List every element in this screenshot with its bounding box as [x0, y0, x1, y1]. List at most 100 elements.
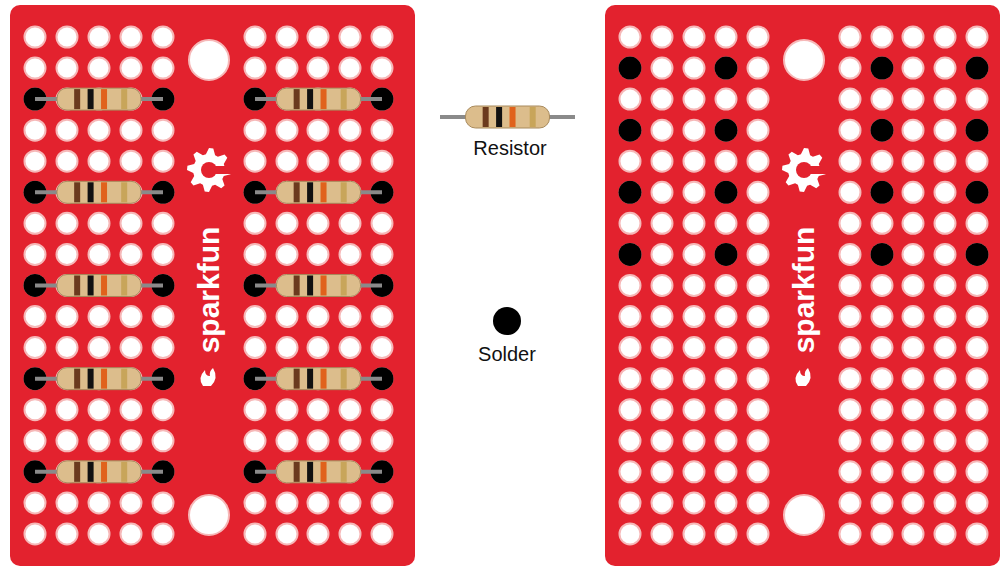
through-hole	[652, 151, 673, 172]
resistor-band	[74, 369, 80, 389]
through-hole	[716, 399, 737, 420]
through-hole	[652, 492, 673, 513]
through-hole	[872, 58, 893, 79]
through-hole	[340, 151, 361, 172]
through-hole	[340, 430, 361, 451]
through-hole	[684, 27, 705, 48]
through-hole	[277, 399, 298, 420]
resistor-band	[496, 107, 502, 127]
resistor-band	[88, 89, 94, 109]
through-hole	[153, 58, 174, 79]
through-hole	[372, 27, 393, 48]
through-hole	[372, 58, 393, 79]
solder-joint	[871, 119, 894, 142]
through-hole	[308, 430, 329, 451]
through-hole	[25, 151, 46, 172]
through-hole	[652, 275, 673, 296]
through-hole	[620, 306, 641, 327]
through-hole	[372, 492, 393, 513]
flame-logo	[795, 368, 810, 386]
through-hole	[967, 523, 988, 544]
through-hole	[716, 461, 737, 482]
through-hole	[89, 399, 110, 420]
through-hole	[872, 461, 893, 482]
through-hole	[748, 213, 769, 234]
through-hole	[308, 120, 329, 141]
through-hole	[684, 306, 705, 327]
through-hole	[57, 430, 78, 451]
through-hole	[372, 430, 393, 451]
through-hole	[903, 120, 924, 141]
through-hole	[308, 523, 329, 544]
through-hole	[840, 120, 861, 141]
through-hole	[652, 523, 673, 544]
through-hole	[153, 523, 174, 544]
through-hole	[652, 120, 673, 141]
through-hole	[684, 182, 705, 203]
through-hole	[872, 492, 893, 513]
through-hole	[277, 492, 298, 513]
through-hole	[308, 492, 329, 513]
through-hole	[340, 523, 361, 544]
resistor-band	[341, 369, 347, 389]
through-hole	[121, 213, 142, 234]
through-hole	[620, 368, 641, 389]
through-hole	[57, 337, 78, 358]
through-hole	[748, 523, 769, 544]
through-hole	[245, 523, 266, 544]
through-hole	[840, 368, 861, 389]
through-hole	[903, 27, 924, 48]
through-hole	[25, 58, 46, 79]
gear-logo-gap	[209, 166, 233, 174]
resistor-band	[307, 462, 313, 482]
solder-joint	[966, 119, 989, 142]
resistor-body	[57, 181, 141, 203]
through-hole	[89, 213, 110, 234]
through-hole	[684, 151, 705, 172]
resistor-symbol	[255, 461, 382, 483]
resistor-symbol	[35, 274, 163, 296]
through-hole	[840, 89, 861, 110]
board-outline	[605, 5, 1000, 566]
through-hole	[748, 27, 769, 48]
through-hole	[121, 492, 142, 513]
through-hole	[935, 58, 956, 79]
through-hole	[25, 213, 46, 234]
through-hole	[153, 244, 174, 265]
through-hole	[652, 244, 673, 265]
through-hole	[872, 151, 893, 172]
through-hole	[89, 58, 110, 79]
resistor-band	[74, 182, 80, 202]
solder-joint	[715, 243, 738, 266]
through-hole	[652, 182, 673, 203]
resistor-band	[483, 107, 489, 127]
resistor-body	[466, 106, 550, 128]
through-hole	[748, 151, 769, 172]
through-hole	[903, 492, 924, 513]
resistor-symbol	[35, 461, 163, 483]
through-hole	[57, 151, 78, 172]
through-hole	[716, 523, 737, 544]
through-hole	[652, 58, 673, 79]
resistor-band	[121, 462, 127, 482]
through-hole	[340, 244, 361, 265]
solder-joint	[966, 181, 989, 204]
through-hole	[935, 120, 956, 141]
resistor-body	[277, 461, 361, 483]
through-hole	[340, 213, 361, 234]
through-hole	[652, 306, 673, 327]
through-hole	[308, 399, 329, 420]
through-hole	[935, 244, 956, 265]
through-hole	[903, 89, 924, 110]
through-hole	[620, 430, 641, 451]
through-hole	[25, 120, 46, 141]
through-hole	[620, 58, 641, 79]
resistor-symbol	[35, 181, 163, 203]
through-hole	[620, 120, 641, 141]
resistor-example	[440, 106, 575, 128]
through-hole	[840, 492, 861, 513]
through-hole	[967, 151, 988, 172]
through-hole	[935, 151, 956, 172]
through-hole	[372, 213, 393, 234]
through-hole	[748, 89, 769, 110]
